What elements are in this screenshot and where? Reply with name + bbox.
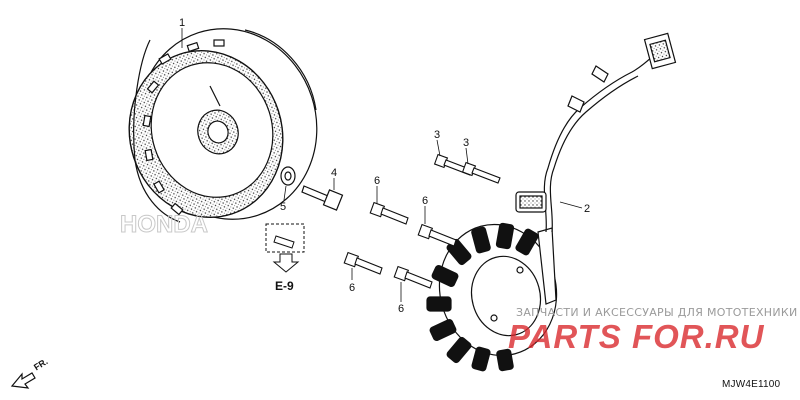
leader-lines: [181, 28, 583, 302]
callout-1: 1: [179, 17, 185, 29]
callout-2: 2: [584, 203, 590, 215]
diagram-code: MJW4E1100: [722, 379, 781, 390]
bolt-6d: [393, 265, 433, 289]
callout-3b: 3: [463, 137, 469, 149]
stator-coil: [426, 222, 558, 372]
callout-6c: 6: [349, 282, 355, 294]
callout-6a: 6: [374, 175, 380, 187]
flywheel-bolt: [301, 185, 344, 211]
bolt-6c: [343, 251, 383, 275]
reference-box: [265, 223, 305, 273]
callout-6d: 6: [398, 303, 404, 315]
front-direction-arrow-icon: [10, 372, 36, 389]
reference-label: E-9: [275, 279, 294, 293]
bolt-6a: [369, 201, 409, 225]
bolt-6b: [417, 223, 457, 247]
flywheel-rotor: [128, 28, 318, 223]
washer: [280, 166, 296, 186]
watermark-logo: PARTS FOR.RU: [508, 318, 765, 355]
callout-5: 5: [280, 201, 286, 213]
callout-3a: 3: [434, 129, 440, 141]
bolt-3b: [461, 161, 501, 184]
background-brand-mark: HONDA: [120, 211, 208, 238]
wire-harness: [515, 32, 677, 233]
watermark-tagline: ЗАПЧАСТИ И АКСЕССУАРЫ ДЛЯ МОТОТЕХНИКИ: [516, 306, 798, 319]
callout-4: 4: [331, 167, 337, 179]
reference-arrow: [272, 253, 300, 273]
callout-6b: 6: [422, 195, 428, 207]
